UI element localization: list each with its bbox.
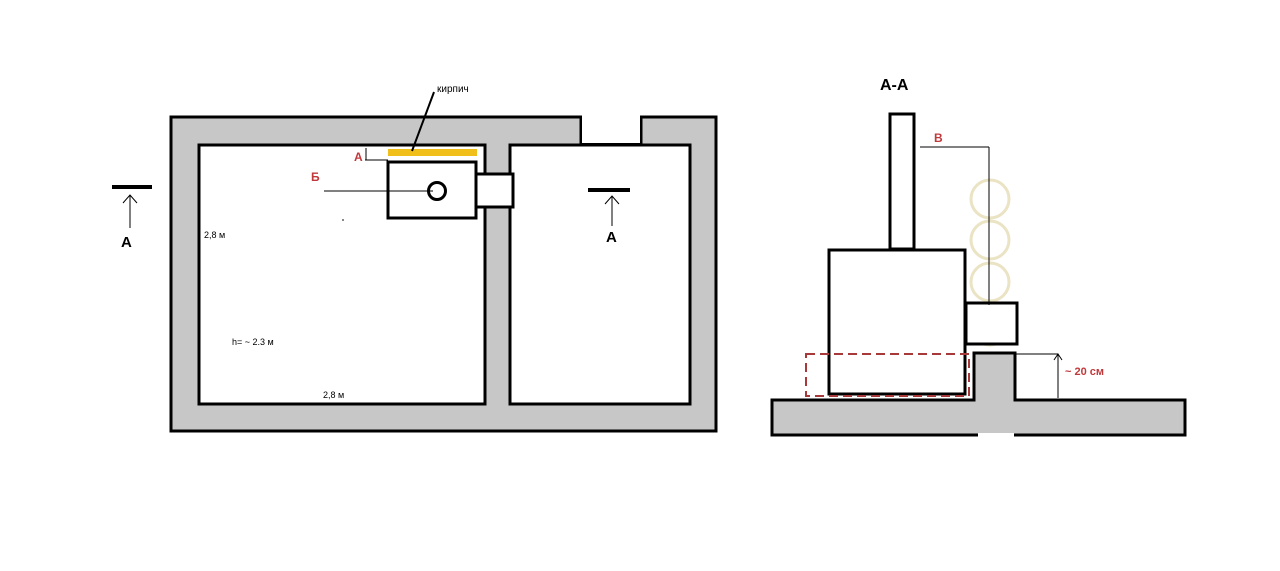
brick-label: кирпич xyxy=(437,84,469,95)
section-stove xyxy=(827,248,967,396)
section-right-label: А xyxy=(606,229,617,246)
room-height-label: h= ~ 2.3 м xyxy=(232,337,274,347)
room-width-label: 2,8 м xyxy=(204,230,225,240)
plan-brick-strip xyxy=(388,149,477,156)
brick-leader-line xyxy=(411,91,435,152)
dim-b-label: Б xyxy=(311,170,320,184)
section-dashed-base xyxy=(805,353,970,397)
section-floor-slab xyxy=(770,351,1187,437)
log-circle xyxy=(969,261,1011,303)
section-firebox-tunnel xyxy=(964,301,1019,346)
section-chimney-pipe xyxy=(888,112,916,251)
section-left-label: А xyxy=(121,234,132,251)
plan-firebox-tunnel xyxy=(474,172,515,209)
room-depth-label: 2,8 м xyxy=(323,390,344,400)
log-circle xyxy=(969,219,1011,261)
section-marker-left-arrow xyxy=(122,194,138,228)
dim-v-label: В xyxy=(934,131,943,145)
dim-a-label: А xyxy=(354,150,363,164)
plan-outer-walls xyxy=(169,115,718,433)
section-title: А-А xyxy=(880,77,909,94)
section-floor-notch xyxy=(978,433,1014,437)
plan-view: кирпич А Б 2,8 м h= ~ 2.3 м 2,8 м А А xyxy=(112,84,718,433)
gap-dimension-label: ~ 20 см xyxy=(1065,366,1104,378)
plan-door-opening xyxy=(582,112,640,143)
log-circle xyxy=(969,178,1011,220)
dim-gap-arrow xyxy=(1053,353,1063,398)
section-view: А-А В ~ 20 см xyxy=(770,77,1187,437)
section-marker-right-arrow xyxy=(604,195,620,226)
plan-stray-dot xyxy=(342,219,344,221)
